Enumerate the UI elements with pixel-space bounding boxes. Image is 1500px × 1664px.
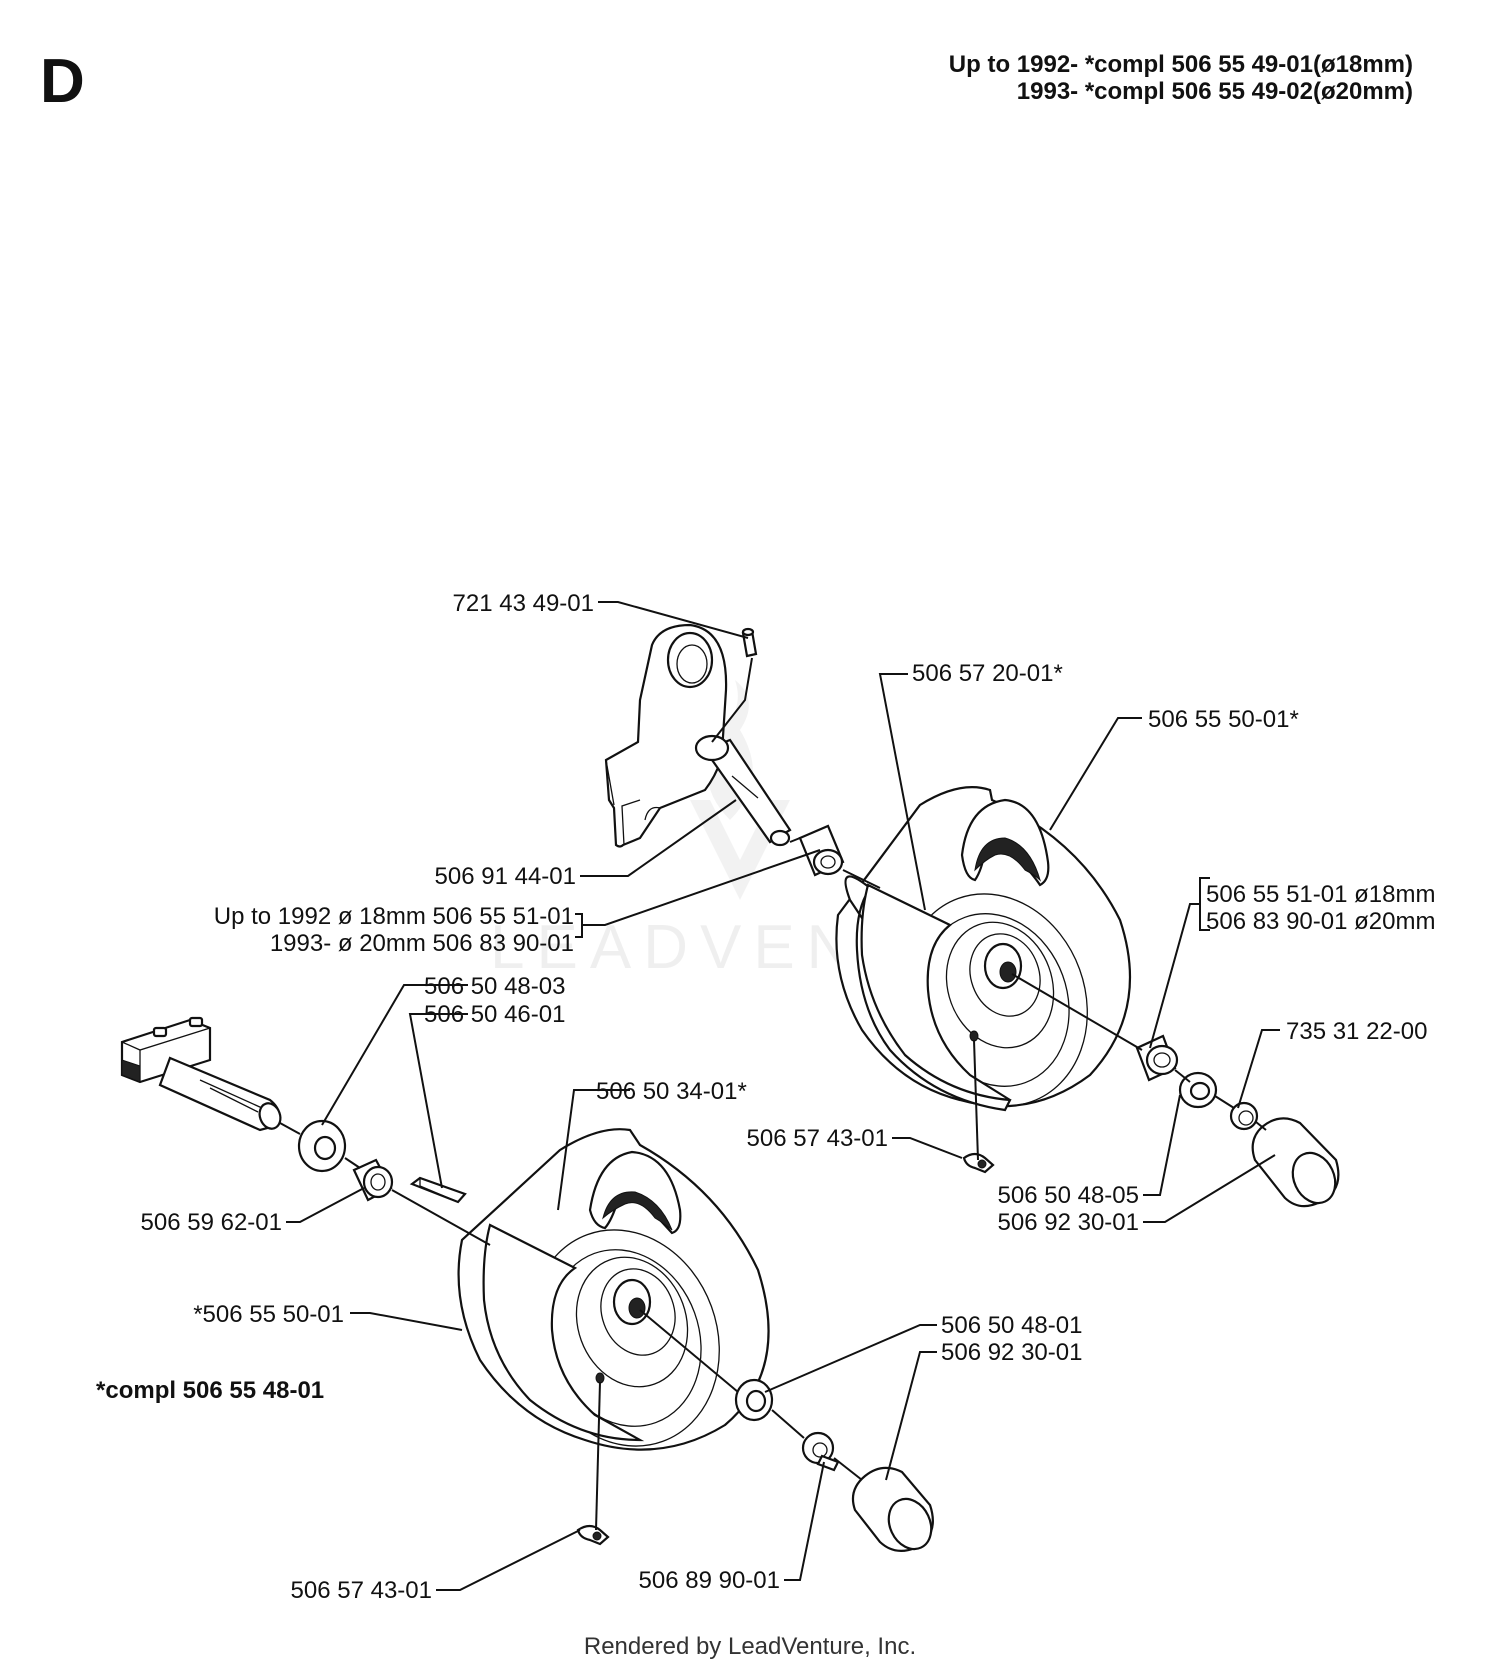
label-axle: 506 91 44-01 — [435, 863, 576, 890]
label-wheel-left: *506 55 50-01 — [193, 1301, 344, 1328]
assembly-lines — [279, 837, 1267, 1531]
left-spacer — [352, 1158, 394, 1202]
right-cap — [1251, 1117, 1340, 1208]
left-key — [409, 1176, 467, 1204]
label-bushing-up-1992: Up to 1992 ø 18mm 506 55 51-01 — [214, 903, 574, 930]
label-washer-right: 506 50 48-05 — [998, 1182, 1139, 1209]
left-washer — [734, 1378, 774, 1422]
leader-lines — [286, 601, 1280, 1591]
header-line-1: Up to 1992- *compl 506 55 49-01(ø18mm) — [949, 51, 1413, 78]
label-bearing-right-18: 506 55 51-01 ø18mm — [1206, 881, 1435, 908]
bracket-assembly — [604, 623, 792, 848]
footer-credit: Rendered by LeadVenture, Inc. — [584, 1633, 916, 1660]
wheel-right — [835, 786, 1132, 1112]
label-clip-right: 735 31 22-00 — [1286, 1018, 1427, 1045]
header-line-2: 1993- *compl 506 55 49-02(ø20mm) — [1017, 78, 1413, 105]
label-wheel-right: 506 55 50-01* — [1148, 706, 1299, 733]
left-cap — [851, 1466, 934, 1553]
label-hub-left: 506 50 34-01* — [596, 1078, 747, 1105]
left-clip — [801, 1431, 840, 1472]
label-bushing-1993: 1993- ø 20mm 506 83 90-01 — [270, 930, 574, 957]
left-shaft-assembly — [120, 1016, 282, 1132]
label-hub-right: 506 57 20-01* — [912, 660, 1063, 687]
label-pin: 721 43 49-01 — [453, 590, 594, 617]
section-letter: D — [40, 47, 85, 116]
left-valve — [576, 1524, 610, 1546]
label-key-left: 506 50 46-01 — [424, 1001, 565, 1028]
label-clip-left: 506 89 90-01 — [639, 1567, 780, 1594]
label-compl-left: *compl 506 55 48-01 — [96, 1377, 324, 1404]
label-spacer-left: 506 59 62-01 — [141, 1209, 282, 1236]
right-clip — [1229, 1101, 1259, 1131]
right-bearing — [1135, 1034, 1179, 1082]
label-bearing-right-20: 506 83 90-01 ø20mm — [1206, 908, 1435, 935]
left-shaft-washer — [297, 1119, 347, 1173]
wheel-left — [457, 1128, 770, 1451]
label-washer-left: 506 50 48-01 — [941, 1312, 1082, 1339]
label-valve-left: 506 57 43-01 — [291, 1577, 432, 1604]
label-cap-left: 506 92 30-01 — [941, 1339, 1082, 1366]
axle-bushing — [798, 824, 845, 877]
right-valve — [962, 1152, 995, 1174]
label-cap-right: 506 92 30-01 — [998, 1209, 1139, 1236]
label-valve-right: 506 57 43-01 — [747, 1125, 888, 1152]
label-washer-left-shaft: 506 50 48-03 — [424, 973, 565, 1000]
